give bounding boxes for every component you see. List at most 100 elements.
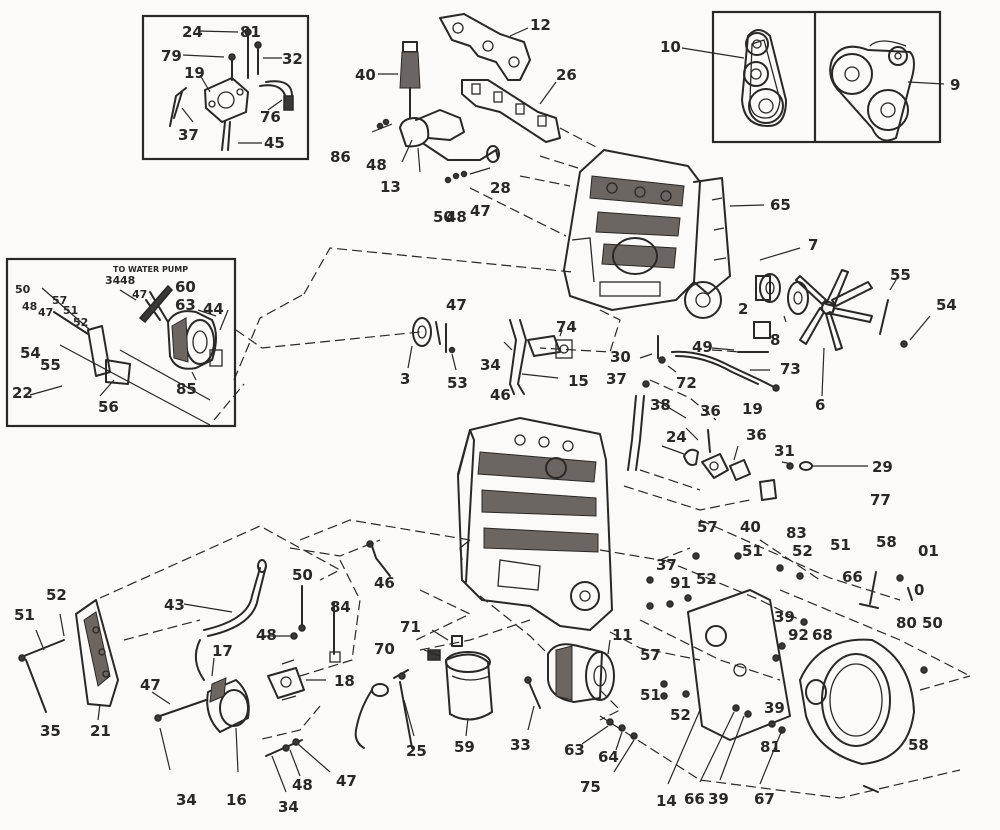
callout: 81 <box>760 738 781 756</box>
callout: 32 <box>282 50 303 68</box>
callout: 84 <box>330 598 351 616</box>
callout: 72 <box>676 374 697 392</box>
callout: 47 <box>470 202 491 220</box>
callout: 44 <box>203 300 224 318</box>
callout: 36 <box>746 426 767 444</box>
callout: 47 <box>446 296 467 314</box>
callout: 47 <box>38 306 53 319</box>
callout: 34 <box>480 356 501 374</box>
callout: 35 <box>40 722 61 740</box>
callout: 28 <box>490 179 511 197</box>
callout: 52 <box>670 706 691 724</box>
callout: 73 <box>780 360 801 378</box>
callout: 80 <box>896 614 917 632</box>
backplate-and-bellhousing <box>687 589 915 765</box>
callout: 67 <box>754 790 775 808</box>
callout: 71 <box>400 618 421 636</box>
starter-motor <box>524 639 615 731</box>
callout: 59 <box>454 738 475 756</box>
callout: 47 <box>140 676 161 694</box>
starter-solenoid <box>151 559 267 773</box>
callout: 51 <box>63 304 78 317</box>
callout: 37 <box>656 556 677 574</box>
coolant-housing-group <box>627 380 868 501</box>
callout: 30 <box>610 348 631 366</box>
callout: 24 <box>182 23 203 41</box>
callout: 83 <box>786 524 807 542</box>
mounting-bracket <box>18 599 119 721</box>
rod-46 <box>366 540 391 577</box>
oil-pipe <box>503 319 573 395</box>
callout: 21 <box>90 722 111 740</box>
callout: 24 <box>666 428 687 446</box>
sender-cable <box>354 669 415 749</box>
callout: 77 <box>870 491 891 509</box>
callout: 36 <box>700 402 721 420</box>
to-water-pump-note: TO WATER PUMP <box>113 265 188 274</box>
callout: 33 <box>510 736 531 754</box>
callout: 49 <box>692 338 713 356</box>
callout: 51 <box>742 542 763 560</box>
callout: 51 <box>640 686 661 704</box>
callout: 17 <box>212 642 233 660</box>
callout: 58 <box>908 736 929 754</box>
callout: 48 <box>256 626 277 644</box>
callout: 53 <box>447 374 468 392</box>
callout: 6 <box>815 396 825 414</box>
callout: 7 <box>808 236 818 254</box>
callout: 66 <box>842 568 863 586</box>
engine-block-upper <box>563 149 765 319</box>
exhaust-manifold <box>439 13 531 81</box>
callout: 39 <box>708 790 729 808</box>
callout: 52 <box>792 542 813 560</box>
callout: 50 <box>292 566 313 584</box>
callout: 64 <box>598 748 619 766</box>
callout: 15 <box>568 372 589 390</box>
inset-frame-left <box>5 257 237 428</box>
callout: 52 <box>46 586 67 604</box>
callout: 45 <box>264 134 285 152</box>
callout: 57 <box>640 646 661 664</box>
callout: 48 <box>120 274 135 287</box>
assembly-guide-lines <box>99 127 971 799</box>
alternator-assembly <box>29 284 229 426</box>
callout: 19 <box>742 400 763 418</box>
manifold-gasket <box>461 79 561 143</box>
callout: 48 <box>446 208 467 226</box>
belt-layout-b <box>829 40 945 142</box>
callout: 37 <box>178 126 199 144</box>
callout: 39 <box>774 608 795 626</box>
callout: 19 <box>184 64 205 82</box>
callout: 40 <box>355 66 376 84</box>
water-outlet-housing <box>371 109 500 184</box>
callout: 50 <box>15 283 31 296</box>
callout: 40 <box>740 518 761 536</box>
callout: 81 <box>240 23 261 41</box>
callout: 52 <box>73 316 88 329</box>
inset-frame-top-right <box>711 10 942 144</box>
callout: 55 <box>40 356 61 374</box>
thermostat <box>378 41 421 119</box>
callout: 3 <box>400 370 410 388</box>
oil-pickup-and-pipes <box>639 321 780 392</box>
callout: 50 <box>433 208 454 226</box>
callout: 0 <box>914 581 924 599</box>
callout: 86 <box>330 148 351 166</box>
callout: 26 <box>556 66 577 84</box>
callout: 29 <box>872 458 893 476</box>
oil-filter-and-sender <box>423 629 493 737</box>
callout: 46 <box>490 386 511 404</box>
callout: 2 <box>738 300 748 318</box>
callout: 76 <box>260 108 281 126</box>
belt-layout-a <box>681 29 787 127</box>
callout: 54 <box>936 296 957 314</box>
callout: 91 <box>670 574 691 592</box>
callout: 50 <box>922 614 943 632</box>
callout: 52 <box>696 570 717 588</box>
callout: 11 <box>612 626 633 644</box>
callout: 14 <box>656 792 677 810</box>
callout: 22 <box>12 384 33 402</box>
callout: 48 <box>292 776 313 794</box>
